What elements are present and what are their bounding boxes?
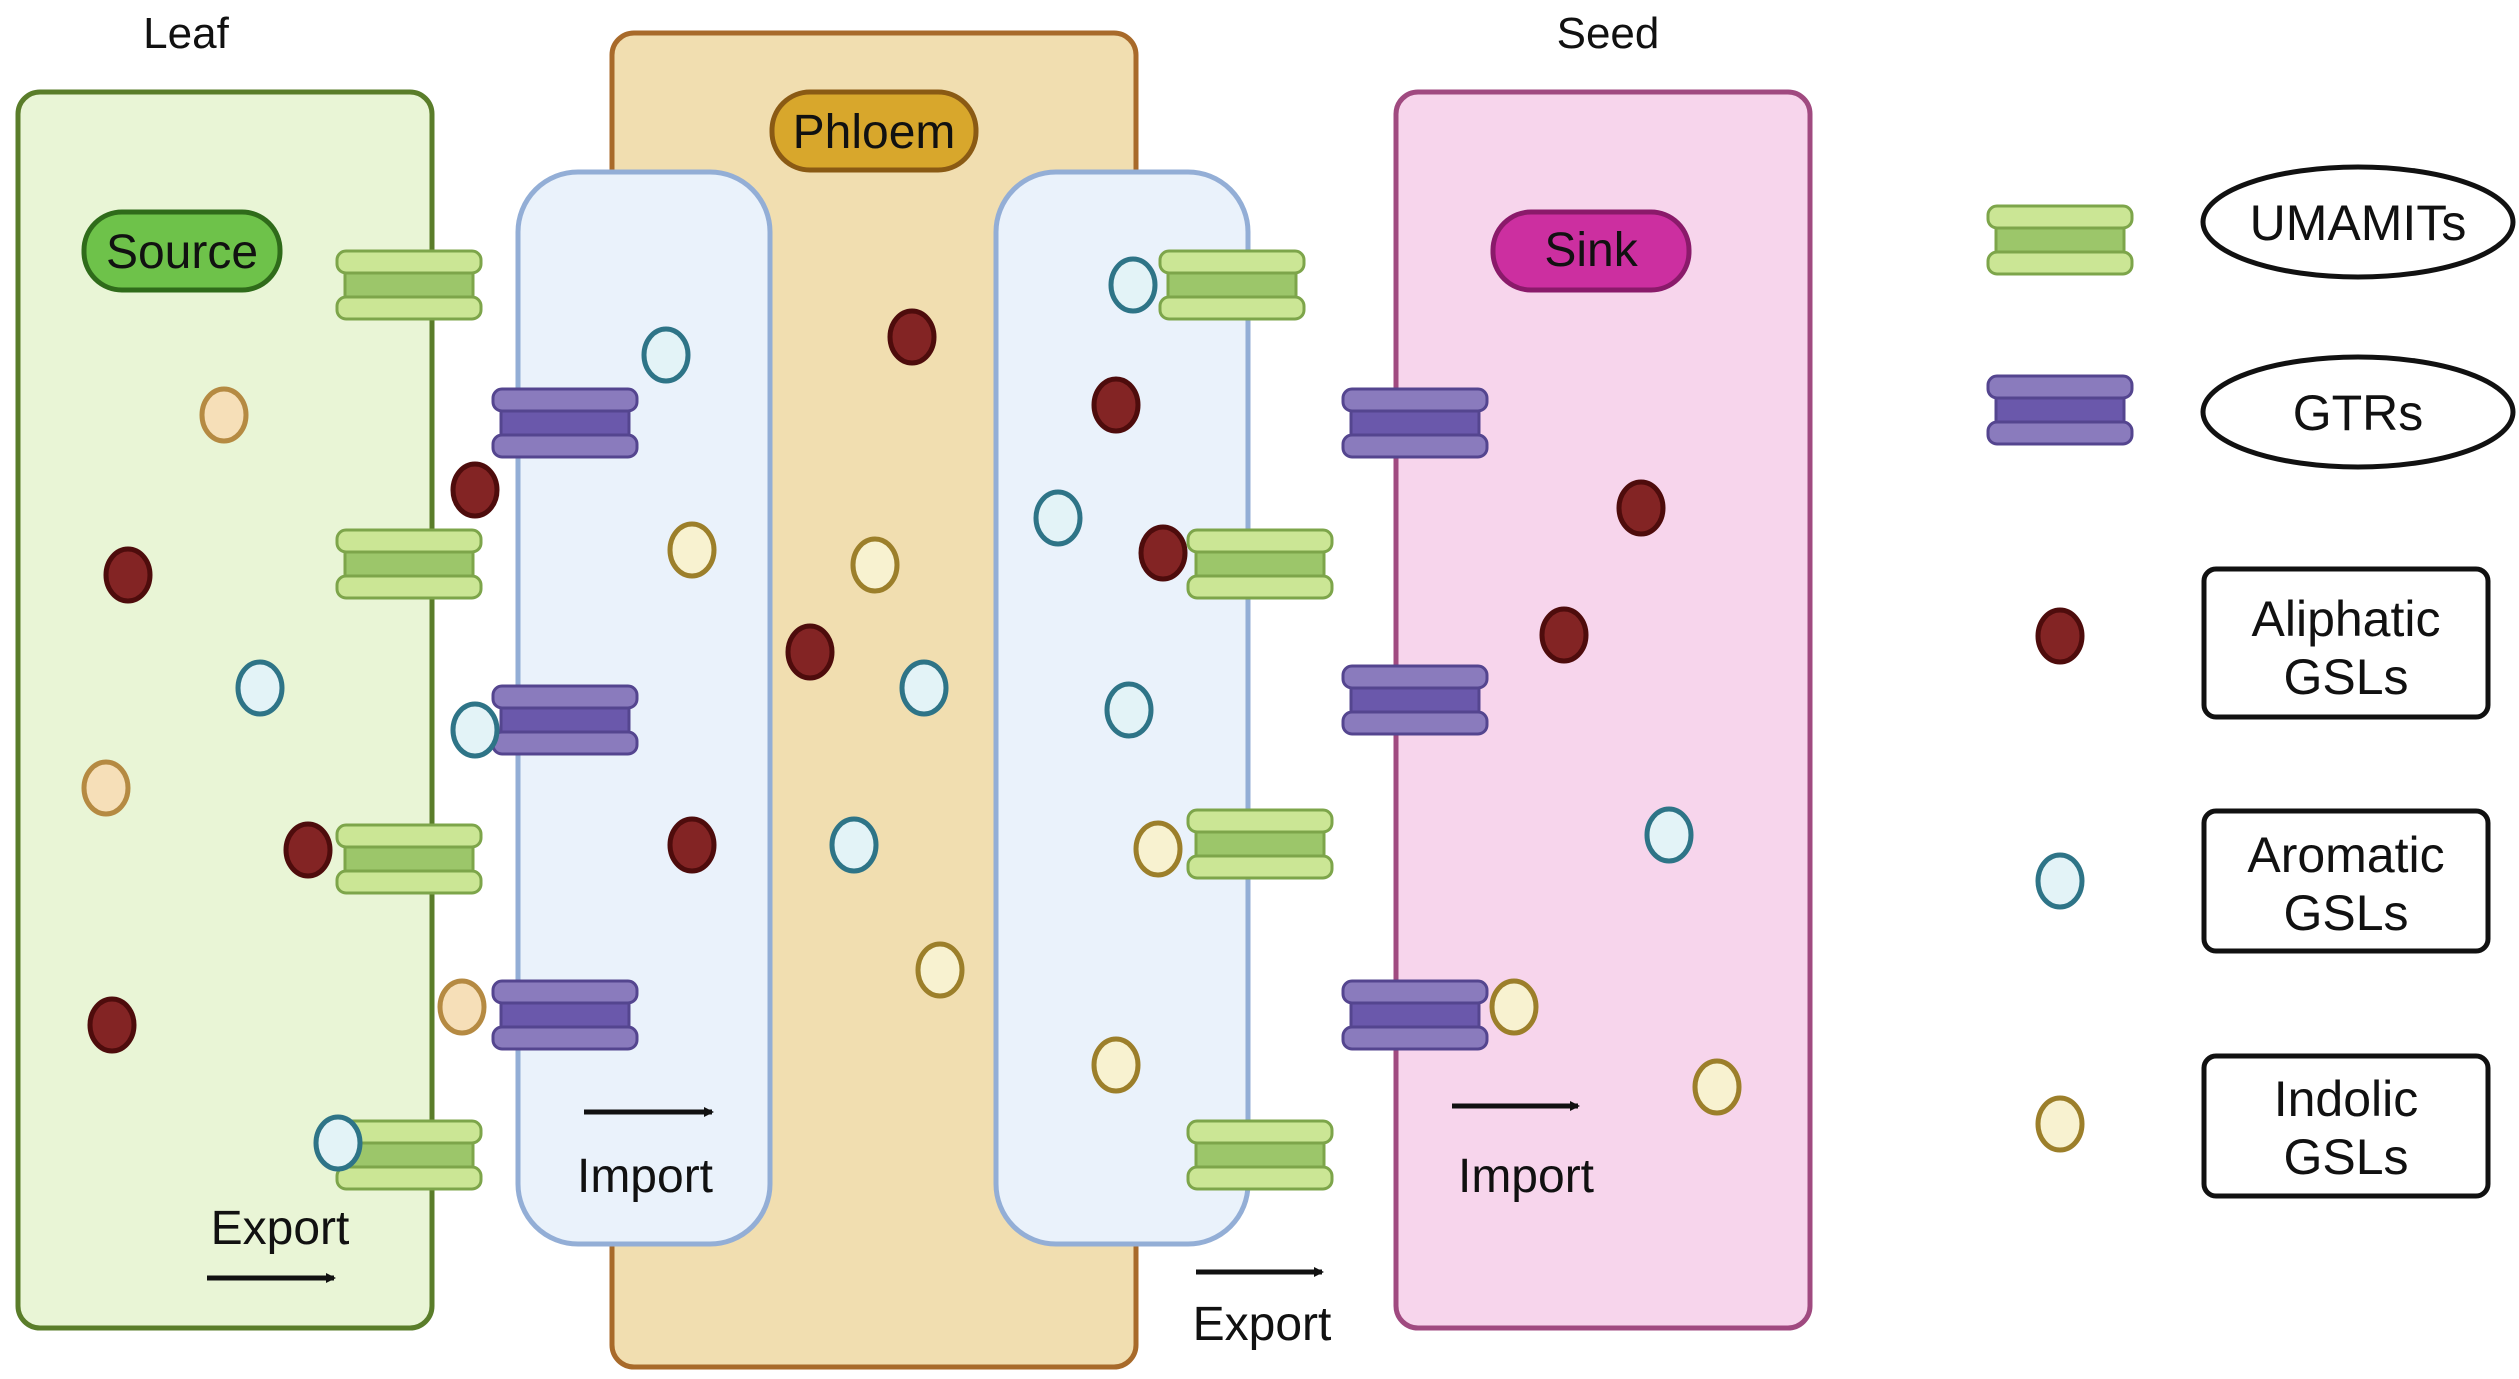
legend-umamits-label: UMAMITs (2250, 195, 2467, 251)
legend-aliphatic-line1: Aliphatic (2252, 591, 2441, 647)
transporter-group (335, 249, 1489, 1191)
indolic-gsl-molecule-8 (437, 978, 487, 1036)
umamit-leaf-3 (335, 823, 483, 895)
aromatic-gsl-molecule-17 (899, 659, 949, 717)
legend-aliphatic-box (2201, 566, 2491, 720)
legend-aromatic-icon (2035, 852, 2085, 910)
aliphatic-gsl-molecule-16 (785, 623, 835, 681)
aromatic-gsl-molecule-24 (1104, 681, 1154, 739)
molecule-group (81, 256, 1742, 1172)
legend-indolic-line2: GSLs (2283, 1129, 2408, 1185)
umamit-phloem-right-1 (1158, 249, 1306, 321)
legend-aromatic-line1: Aromatic (2247, 827, 2444, 883)
aliphatic-gsl-molecule-21 (1091, 376, 1141, 434)
seed-title: Seed (1557, 9, 1660, 58)
aliphatic-gsl-molecule-2 (103, 546, 153, 604)
export-leaf-label: Export (211, 1202, 350, 1255)
aliphatic-gsl-molecule-9 (450, 461, 500, 519)
legend-gtrs-label: GTRs (2293, 385, 2424, 441)
aliphatic-gsl-molecule-28 (1539, 606, 1589, 664)
legend-indolic-icon (2035, 1095, 2085, 1153)
legend-gtrs-box (2200, 354, 2516, 470)
gtr-seed-1 (1341, 387, 1489, 459)
aromatic-gsl-molecule-20 (1108, 256, 1158, 314)
source-badge (81, 209, 283, 293)
legend-gtr-icon (1986, 374, 2134, 446)
legend-umamit-icon (1986, 204, 2134, 276)
legend-indolic-line1: Indolic (2274, 1071, 2419, 1127)
umamit-phloem-right-4 (1186, 1119, 1334, 1191)
umamit-leaf-1 (335, 249, 483, 321)
legend-indolic-box (2201, 1053, 2491, 1199)
indolic-gsl-molecule-12 (667, 521, 717, 579)
indolic-gsl-molecule-4 (81, 759, 131, 817)
aromatic-gsl-molecule-22 (1033, 489, 1083, 547)
aromatic-gsl-molecule-7 (313, 1114, 363, 1172)
indolic-gsl-molecule-31 (1692, 1058, 1742, 1116)
indolic-gsl-molecule-15 (850, 536, 900, 594)
leaf-title: Leaf (143, 9, 229, 58)
indolic-gsl-molecule-25 (1133, 820, 1183, 878)
gtr-phloem-left-1 (491, 387, 639, 459)
indolic-gsl-molecule-26 (1091, 1036, 1141, 1094)
umamit-phloem-right-3 (1186, 808, 1334, 880)
indolic-gsl-molecule-19 (915, 941, 965, 999)
sink-label: Sink (1544, 224, 1638, 277)
aliphatic-gsl-molecule-13 (667, 816, 717, 874)
gtr-phloem-left-2 (491, 684, 639, 756)
indolic-gsl-molecule-1 (199, 386, 249, 444)
legend-aliphatic-icon (2035, 607, 2085, 665)
legend-umamit-shape (1986, 204, 2134, 276)
aromatic-gsl-molecule-10 (450, 701, 500, 759)
legend: UMAMITs GTRs Aliphatic GSLs Aromatic GSL… (1986, 164, 2516, 1199)
aliphatic-gsl-molecule-23 (1138, 524, 1188, 582)
aliphatic-gsl-molecule-6 (87, 996, 137, 1054)
aromatic-gsl-molecule-3 (235, 659, 285, 717)
umamit-phloem-right-2 (1186, 528, 1334, 600)
aromatic-gsl-molecule-29 (1644, 806, 1694, 864)
indolic-gsl-molecule-30 (1489, 978, 1539, 1036)
aromatic-gsl-molecule-18 (829, 816, 879, 874)
umamit-leaf-4 (335, 1119, 483, 1191)
gtr-seed-2 (1341, 664, 1489, 736)
legend-gtr-shape (1986, 374, 2134, 446)
aliphatic-gsl-molecule-27 (1616, 479, 1666, 537)
gtr-seed-3 (1341, 979, 1489, 1051)
legend-aromatic-line2: GSLs (2283, 885, 2408, 941)
aromatic-gsl-molecule-11 (641, 326, 691, 384)
legend-aliphatic-line2: GSLs (2283, 649, 2408, 705)
legend-aromatic-box (2201, 808, 2491, 954)
phloem-badge (769, 89, 979, 173)
aliphatic-gsl-molecule-5 (283, 821, 333, 879)
export-phloem-label: Export (1193, 1298, 1332, 1351)
legend-umamits-box (2200, 164, 2516, 280)
sink-badge (1490, 209, 1692, 293)
source-label: Source (106, 226, 258, 279)
import-left-label: Import (577, 1150, 713, 1203)
aliphatic-gsl-molecule-14 (887, 308, 937, 366)
phloem-label: Phloem (793, 106, 956, 159)
gtr-phloem-left-3 (491, 979, 639, 1051)
umamit-leaf-2 (335, 528, 483, 600)
import-seed-label: Import (1458, 1150, 1594, 1203)
